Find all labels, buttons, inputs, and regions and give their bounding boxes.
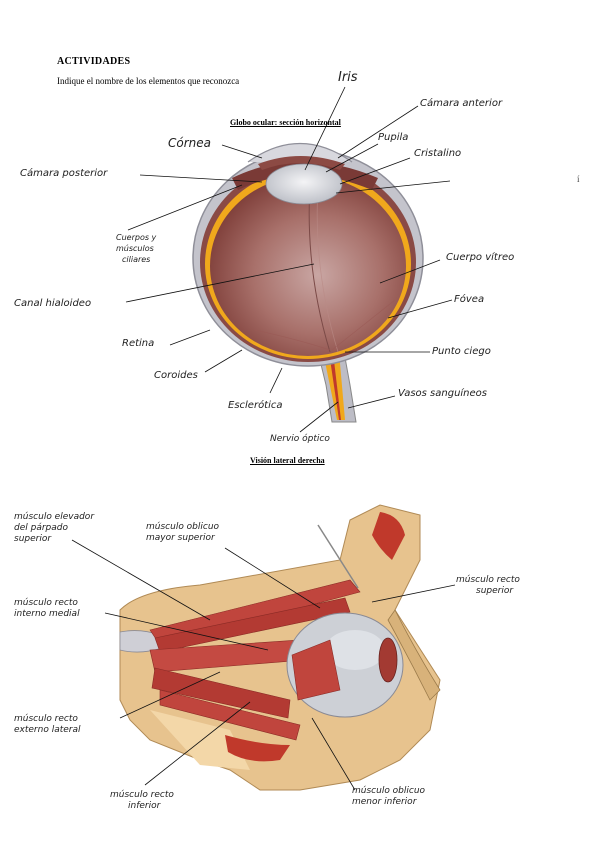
page-title: ACTIVIDADES bbox=[57, 56, 131, 67]
label-cuerpos-ciliares: Cuerpos y músculos ciliares bbox=[116, 233, 157, 264]
stray-mark: í bbox=[577, 174, 580, 184]
label-coroides: Coroides bbox=[154, 370, 198, 381]
label-elevador-parpado: músculo elevador del párpado superior bbox=[14, 512, 95, 544]
fig1-leader-lines bbox=[125, 86, 453, 433]
label-punto-ciego: Punto ciego bbox=[432, 346, 491, 357]
label-recto-inferior: músculo recto inferior bbox=[110, 790, 174, 811]
label-esclerotica: Esclerótica bbox=[228, 400, 283, 411]
label-camara-posterior: Cámara posterior bbox=[20, 168, 108, 179]
label-retina: Retina bbox=[122, 338, 155, 349]
label-vasos-sanguineos: Vasos sanguíneos bbox=[398, 388, 488, 399]
label-camara-anterior: Cámara anterior bbox=[420, 98, 503, 109]
fig2-leader-lines bbox=[71, 539, 456, 791]
label-pupila: Pupila bbox=[378, 132, 409, 143]
label-fovea: Fóvea bbox=[454, 294, 485, 305]
label-recto-interno: músculo recto interno medial bbox=[14, 598, 80, 619]
fig2-caption: Visión lateral derecha bbox=[250, 456, 325, 465]
label-iris: Iris bbox=[338, 70, 358, 85]
fig1-caption: Globo ocular: sección horizontal bbox=[230, 118, 341, 127]
label-nervio-optico: Nervio óptico bbox=[270, 434, 330, 444]
label-cristalino: Cristalino bbox=[414, 148, 462, 159]
label-recto-superior: músculo recto superior bbox=[456, 575, 520, 596]
label-oblicuo-mayor: músculo oblicuo mayor superior bbox=[146, 522, 220, 543]
label-recto-externo: músculo recto externo lateral bbox=[14, 714, 81, 735]
instruction-text: Indique el nombre de los elementos que r… bbox=[57, 76, 240, 86]
label-cornea: Córnea bbox=[168, 136, 211, 150]
label-canal-hialoideo: Canal hialoideo bbox=[14, 298, 92, 309]
label-oblicuo-menor: músculo oblicuo menor inferior bbox=[352, 786, 426, 807]
label-cuerpo-vitreo: Cuerpo vítreo bbox=[446, 252, 515, 263]
